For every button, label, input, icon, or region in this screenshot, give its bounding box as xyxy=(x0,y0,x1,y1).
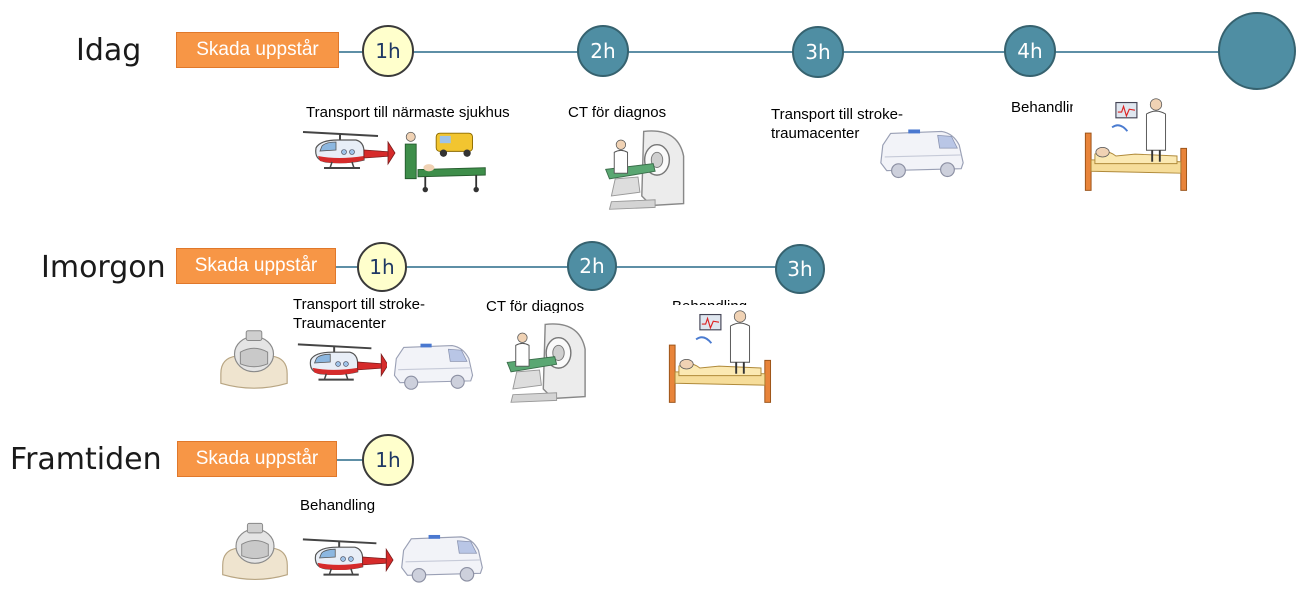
start-box-idag: Skada uppstår xyxy=(176,32,339,68)
step-label-behandling-idag: Behandling xyxy=(1011,99,1087,116)
ambulance-icon xyxy=(873,122,971,184)
step-label-ct-idag: CT för diagnos xyxy=(568,104,667,121)
step-label-transport-stroke-idag: Transport till stroke- traumacenter xyxy=(771,106,903,142)
helmet-device-icon xyxy=(215,512,295,588)
row-label-framtiden: Framtiden xyxy=(10,442,162,477)
time-marker-3h: 3h xyxy=(792,26,844,78)
step-label-ct-imorgon: CT för diagnos xyxy=(486,298,585,315)
timeline-line-idag xyxy=(338,51,1238,53)
helmet-device-icon xyxy=(215,318,293,398)
row-label-idag: Idag xyxy=(76,33,142,68)
time-marker-1h: 1h xyxy=(357,242,407,292)
time-marker-2h: 2h xyxy=(567,241,617,291)
ct-scanner-icon xyxy=(493,313,605,408)
helicopter-icon xyxy=(298,126,398,176)
time-marker-3h: 3h xyxy=(775,244,825,294)
time-marker-end xyxy=(1218,12,1296,90)
timeline-line-framtiden xyxy=(337,459,365,461)
hospital-bed-doctor-icon xyxy=(1073,93,1197,198)
start-box-framtiden: Skada uppstår xyxy=(177,441,337,477)
row-label-imorgon: Imorgon xyxy=(41,250,166,285)
hospital-bed-doctor-icon xyxy=(657,305,781,410)
ambulance-icon xyxy=(387,335,480,397)
helicopter-icon xyxy=(293,338,391,388)
time-marker-1h: 1h xyxy=(362,25,414,77)
paramedic-stretcher-icon xyxy=(398,124,498,206)
ambulance-icon xyxy=(394,528,490,588)
step-label-transport-stroke-imorgon: Transport till stroke- Traumacenter xyxy=(293,296,425,332)
start-box-imorgon: Skada uppstår xyxy=(176,248,336,284)
time-marker-1h: 1h xyxy=(362,434,414,486)
time-marker-4h: 4h xyxy=(1004,25,1056,77)
ct-scanner-icon xyxy=(590,120,705,215)
step-label-transport-narmaste: Transport till närmaste sjukhus xyxy=(306,104,510,121)
helicopter-icon xyxy=(298,533,396,583)
step-label-behandling-framtiden: Behandling xyxy=(300,497,376,514)
time-marker-2h: 2h xyxy=(577,25,629,77)
